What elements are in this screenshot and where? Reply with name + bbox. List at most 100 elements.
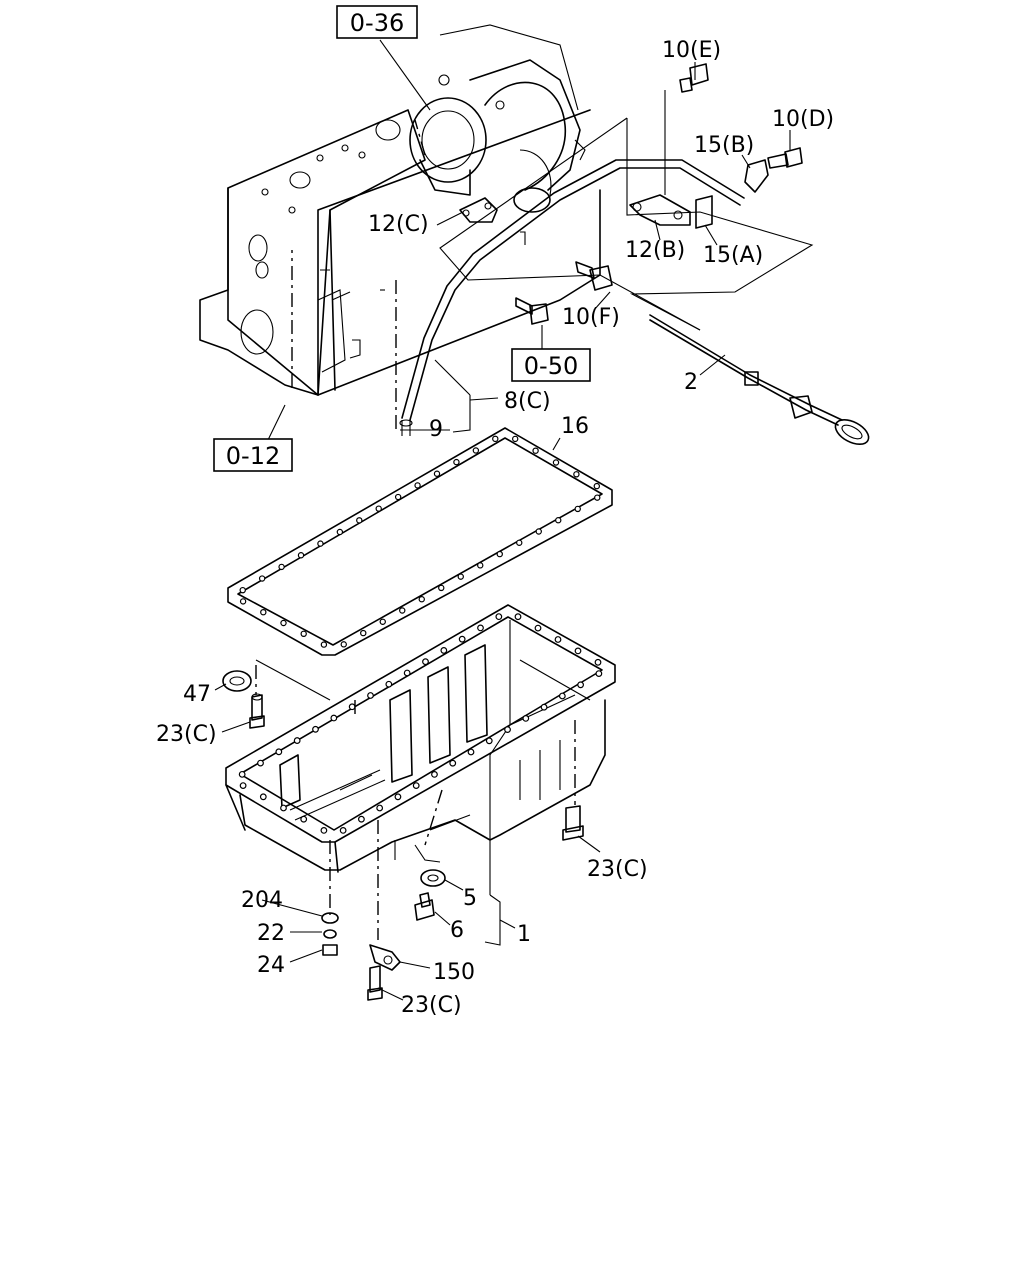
bolt-hole: [477, 562, 484, 569]
bolt-hole: [356, 517, 363, 524]
bolt-10f: [589, 265, 613, 291]
bolt-hole: [594, 658, 602, 666]
washer-47: [222, 670, 252, 692]
bolt-hole: [422, 658, 429, 666]
bolt-hole: [514, 613, 522, 621]
bolt-hole: [512, 435, 519, 443]
brackets: [459, 159, 769, 245]
bolt-hole: [495, 613, 503, 621]
bolt-hole: [472, 447, 480, 454]
bolt-hole: [258, 575, 266, 582]
bolt-hole: [492, 435, 499, 443]
washer-5: [420, 869, 446, 887]
bolt-hole: [516, 539, 523, 546]
bolt-hole: [485, 737, 493, 745]
bolt-hole: [339, 827, 347, 834]
part-label-2: 2: [684, 370, 698, 395]
bolt-hole: [403, 669, 411, 677]
bolt-hole: [275, 748, 283, 756]
bolt-hole: [238, 770, 246, 778]
part-label-9: 9: [429, 417, 443, 442]
part-label-23c-upper: 23(C): [156, 722, 217, 747]
bolt-hole: [440, 647, 448, 654]
part-label-8c: 8(C): [504, 389, 551, 414]
ref-label-0-50: 0-50: [524, 352, 578, 380]
leader-lines: [214, 39, 814, 1001]
part-label-15a: 15(A): [703, 243, 763, 268]
bolt-hole: [453, 458, 460, 466]
part-label-12c: 12(C): [368, 212, 429, 237]
bolt-hole: [379, 618, 386, 625]
bolt-hole: [477, 624, 484, 632]
bolt-hole: [522, 715, 530, 722]
bolt-hole: [257, 759, 264, 767]
part-label-1: 1: [517, 922, 531, 947]
part-label-10d: 10(D): [772, 107, 834, 132]
bolt-10e: [689, 63, 709, 86]
part-label-12b: 12(B): [625, 238, 685, 263]
bolt-hole: [412, 782, 420, 789]
oil-pan-gasket: [227, 427, 613, 656]
bolt-hole: [433, 470, 441, 477]
bolt-hole: [574, 647, 582, 655]
bolt-hole: [593, 482, 601, 490]
bolt-hole: [534, 624, 542, 632]
bolt-hole: [358, 815, 365, 823]
part-label-10e: 10(E): [662, 38, 721, 63]
bolts-upper: [515, 63, 803, 325]
part-label-23c-lower: 23(C): [401, 993, 462, 1018]
bolt-hole: [595, 670, 603, 677]
bolt-hole: [259, 793, 267, 801]
ref-label-0-12: 0-12: [226, 442, 280, 470]
bolt-hole: [280, 619, 287, 627]
bolt-hole: [449, 759, 457, 767]
bolt-hole: [438, 584, 445, 592]
bolt-hole: [399, 607, 406, 614]
bolt-hole: [260, 609, 267, 616]
bolt-hole: [554, 636, 562, 643]
oil-dipstick: [649, 314, 870, 446]
ref-box-0-50: [511, 348, 591, 382]
ref-box-0-12: [213, 438, 293, 472]
dipstick-guide-tube: [399, 159, 745, 436]
bolt-hole: [457, 573, 464, 580]
bolt-hole: [317, 540, 324, 547]
part-label-15b: 15(B): [694, 133, 754, 158]
bolt-hole: [336, 528, 344, 536]
bolt-hole: [414, 482, 421, 489]
part-label-47: 47: [183, 682, 211, 707]
bolt-hole: [278, 563, 285, 571]
bolt-hole: [320, 641, 328, 648]
part-label-16: 16: [561, 414, 589, 439]
bolt-hole: [431, 771, 438, 778]
bolt-hole: [540, 703, 548, 711]
bolt-hole: [552, 459, 560, 466]
bolt-hole: [367, 692, 374, 699]
bolt-hole: [496, 550, 503, 558]
bolt-hole: [594, 494, 601, 501]
bolt-hole: [348, 703, 356, 711]
bracket-150: [369, 944, 401, 971]
bolt-hole: [385, 680, 393, 688]
ref-box-0-36: [336, 5, 418, 39]
bolt-hole: [394, 493, 402, 501]
bolt-hole: [394, 793, 402, 801]
bolt-hole: [239, 782, 247, 789]
bolt-hole: [300, 630, 307, 638]
bolt-hole: [320, 827, 328, 834]
part-label-5: 5: [463, 886, 477, 911]
bolt-hole: [555, 517, 562, 524]
small-parts-lower: [222, 670, 584, 1001]
bolt-hole: [280, 804, 287, 812]
engine-block: [199, 109, 601, 396]
bolt-hole: [297, 552, 305, 559]
part-label-24: 24: [257, 953, 285, 978]
bolt-hole: [577, 681, 584, 689]
bolt-hole: [340, 641, 347, 648]
center-lines: [255, 119, 576, 940]
part-label-6: 6: [450, 918, 464, 943]
bolt-hole: [330, 714, 338, 722]
bolt-hole: [532, 447, 539, 454]
bolt-hole: [360, 629, 367, 637]
